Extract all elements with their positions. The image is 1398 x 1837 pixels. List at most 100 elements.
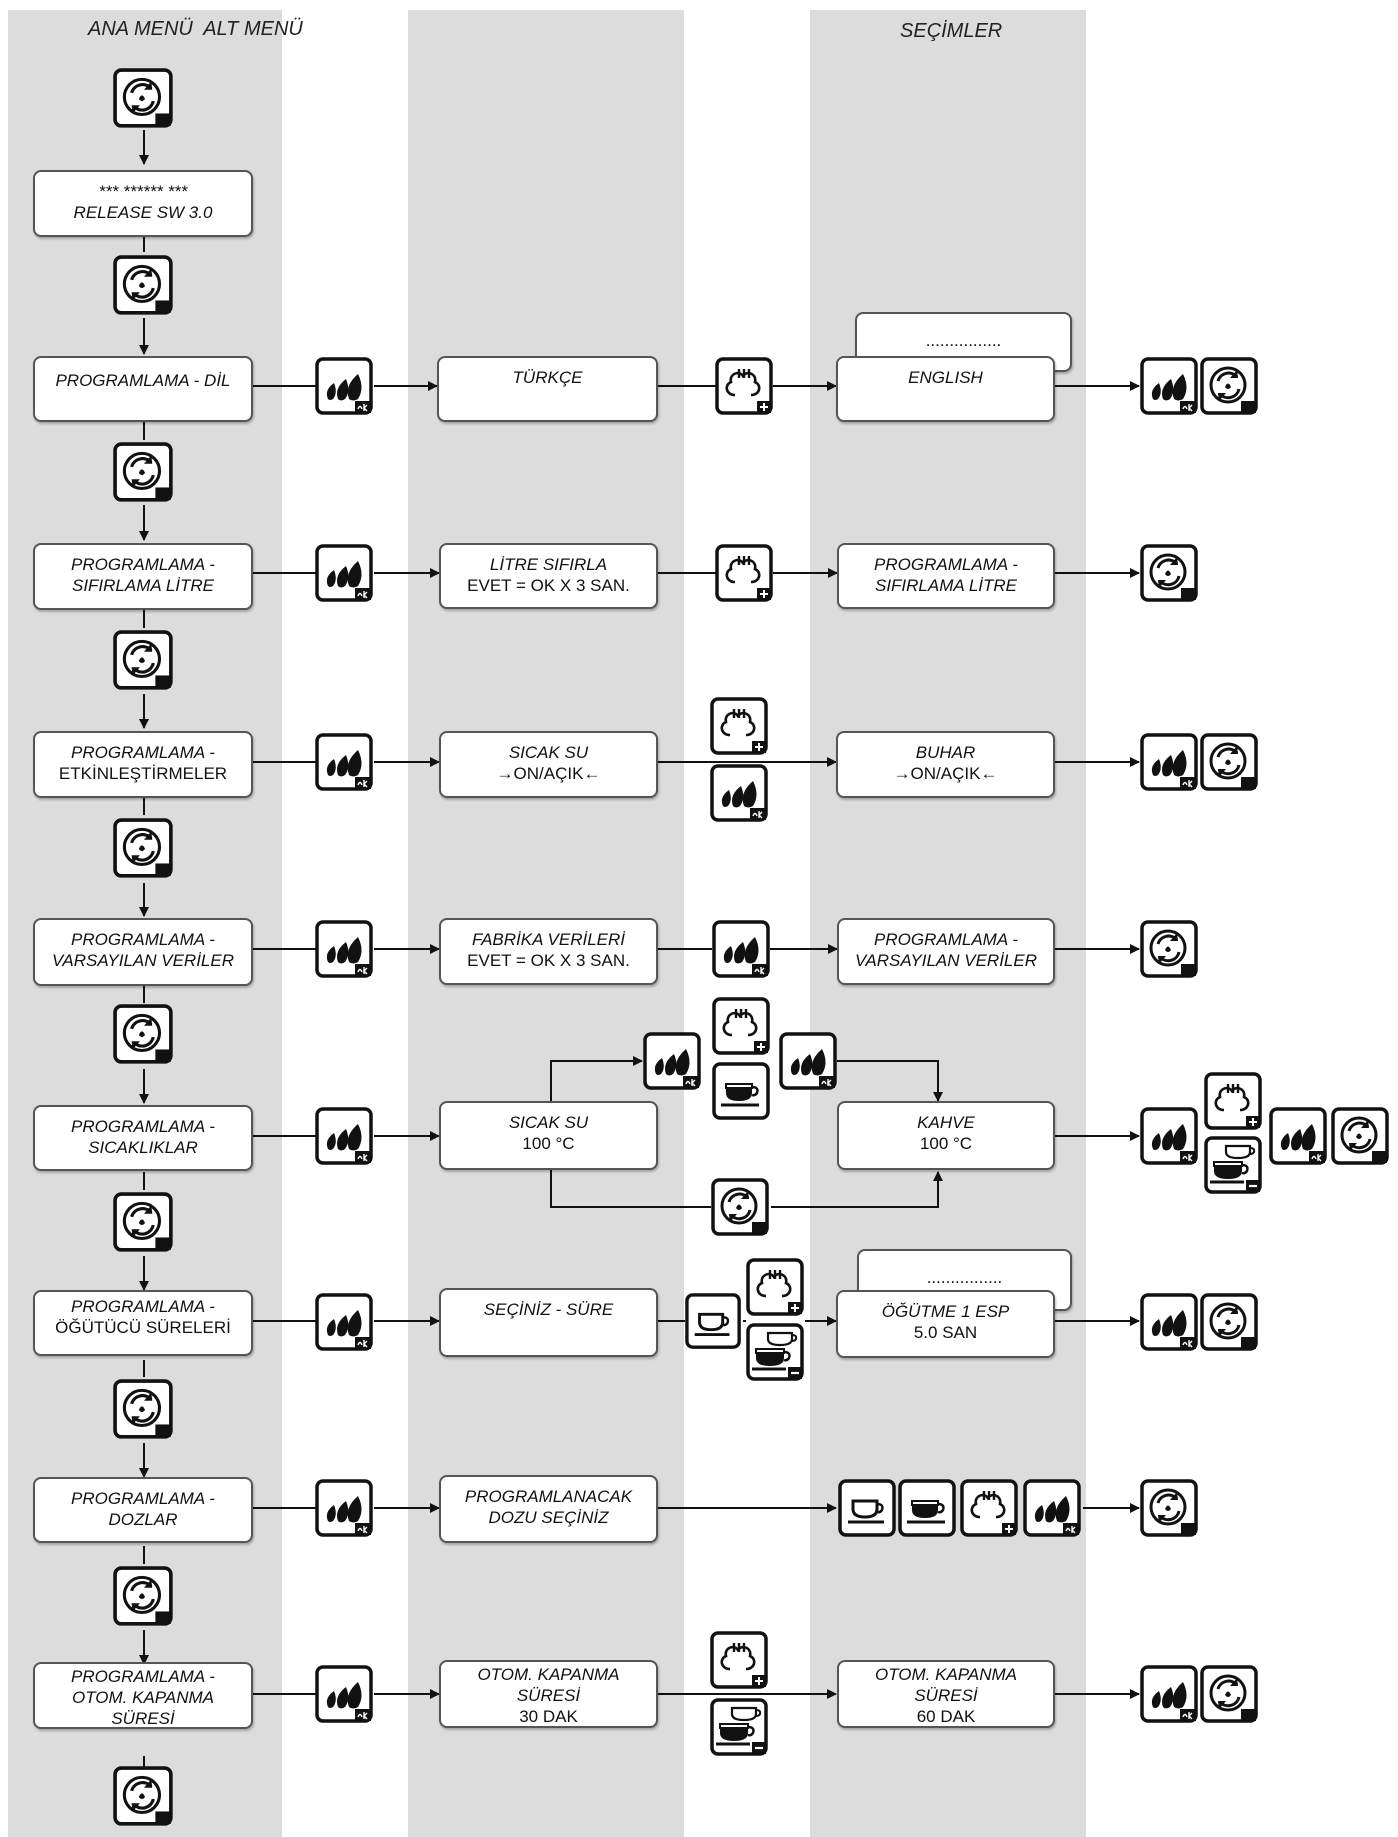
sub-box-reset-line2: EVET = OK X 3 SAN. xyxy=(467,576,630,595)
choice-box-coffee-temp: KAHVE 100 °C xyxy=(837,1101,1055,1170)
program-p-icon-autooff-end[interactable] xyxy=(1200,1665,1258,1723)
choice-box-steam: BUHAR →ON/AÇIK← xyxy=(836,731,1055,798)
main-box-reset-line2: SIFIRLAMA LİTRE xyxy=(71,576,214,595)
cup-minus-icon-grind[interactable] xyxy=(746,1323,804,1381)
ok-drops-icon-lang-end[interactable] xyxy=(1140,357,1198,415)
cup-minus-icon-temps[interactable] xyxy=(712,1062,770,1120)
program-p-icon-grind-end[interactable] xyxy=(1200,1293,1258,1351)
sub-box-factory-line1: FABRİKA VERİLERİ xyxy=(471,930,626,949)
ok-drops-icon-temps-right[interactable] xyxy=(779,1032,837,1090)
main-box-reset-line1: PROGRAMLAMA - xyxy=(71,555,215,574)
ok-drops-icon-lang[interactable] xyxy=(315,357,373,415)
steam-plus-icon-temps-end[interactable] xyxy=(1204,1072,1262,1130)
program-p-icon-reset-end[interactable] xyxy=(1140,544,1198,602)
choice-coffee-line2: 100 °C xyxy=(919,1134,973,1153)
coffee-cup-icon-doses[interactable] xyxy=(898,1479,956,1537)
main-box-autooff-line1: PROGRAMLAMA - xyxy=(71,1667,215,1686)
steam-plus-icon-temps[interactable] xyxy=(712,997,770,1055)
choice-defaults-line1: PROGRAMLAMA - xyxy=(874,930,1018,949)
ok-drops-icon-doses-mid[interactable] xyxy=(1023,1479,1081,1537)
release-version: RELEASE SW 3.0 xyxy=(73,203,213,222)
program-p-icon-10[interactable] xyxy=(113,1766,173,1826)
ok-drops-icon-temps-upper[interactable] xyxy=(643,1032,701,1090)
program-p-icon-defaults-end[interactable] xyxy=(1140,920,1198,978)
sub-box-hot-water: SICAK SU →ON/AÇIK← xyxy=(439,731,658,798)
ok-drops-icon-enable[interactable] xyxy=(315,733,373,791)
choice-box-english-text: ENGLISH xyxy=(908,368,983,387)
espresso-cup-icon-doses[interactable] xyxy=(838,1479,896,1537)
program-p-icon-1[interactable] xyxy=(113,68,173,128)
steam-plus-icon-autooff[interactable] xyxy=(710,1631,768,1689)
program-p-icon-3[interactable] xyxy=(113,442,173,502)
sub-box-reset-line1: LİTRE SIFIRLA xyxy=(489,555,608,574)
program-p-icon-9[interactable] xyxy=(113,1566,173,1626)
sub-box-factory-data: FABRİKA VERİLERİ EVET = OK X 3 SAN. xyxy=(439,918,658,985)
cup-minus-icon-autooff[interactable] xyxy=(710,1698,768,1756)
program-p-icon-4[interactable] xyxy=(113,630,173,690)
choice-autooff-line3: 60 DAK xyxy=(916,1707,976,1726)
main-box-doses: PROGRAMLAMA - DOZLAR xyxy=(33,1477,253,1543)
main-box-defaults: PROGRAMLAMA - VARSAYILAN VERİLER xyxy=(33,918,253,986)
release-box: *** ****** *** RELEASE SW 3.0 xyxy=(33,170,253,237)
ok-drops-icon-enable-mid[interactable] xyxy=(710,764,768,822)
choice-reset-line1: PROGRAMLAMA - xyxy=(874,555,1018,574)
sub-box-hwtemp-line1: SICAK SU xyxy=(508,1113,589,1132)
program-p-icon-temps-end[interactable] xyxy=(1331,1107,1389,1165)
choice-box-defaults: PROGRAMLAMA - VARSAYILAN VERİLER xyxy=(837,918,1055,985)
steam-plus-icon-enable[interactable] xyxy=(710,697,768,755)
sub-box-factory-line2: EVET = OK X 3 SAN. xyxy=(467,951,630,970)
ok-drops-icon-doses[interactable] xyxy=(315,1479,373,1537)
cup-minus-icon-temps-end[interactable] xyxy=(1204,1136,1262,1194)
choice-back-dots: ................ xyxy=(925,331,1002,350)
sub-box-select-time-text: SEÇİNİZ - SÜRE xyxy=(483,1300,614,1319)
program-p-icon-lang-end[interactable] xyxy=(1200,357,1258,415)
main-box-defaults-line1: PROGRAMLAMA - xyxy=(71,930,215,949)
ok-drops-icon-temps[interactable] xyxy=(315,1107,373,1165)
ok-drops-icon-temps-end2[interactable] xyxy=(1269,1107,1327,1165)
program-p-icon-7[interactable] xyxy=(113,1192,173,1252)
ok-drops-icon-autooff[interactable] xyxy=(315,1665,373,1723)
ok-drops-icon-autooff-end[interactable] xyxy=(1140,1665,1198,1723)
main-box-autooff-line2: OTOM. KAPANMA xyxy=(71,1688,214,1707)
ok-drops-icon-defaults-mid[interactable] xyxy=(712,920,770,978)
choice-grind-line1: ÖĞÜTME 1 ESP xyxy=(881,1302,1010,1321)
program-p-icon-8[interactable] xyxy=(113,1379,173,1439)
ok-drops-icon-temps-end[interactable] xyxy=(1140,1107,1198,1165)
steam-plus-icon-reset[interactable] xyxy=(715,544,773,602)
program-p-icon-temps-loop[interactable] xyxy=(711,1178,769,1236)
sub-box-select-dose: PROGRAMLANACAK DOZU SEÇİNİZ xyxy=(439,1475,658,1543)
ok-drops-icon-reset[interactable] xyxy=(315,544,373,602)
program-p-icon-enable-end[interactable] xyxy=(1200,733,1258,791)
header-choices: SEÇİMLER xyxy=(900,20,1003,42)
ok-drops-icon-grind-end[interactable] xyxy=(1140,1293,1198,1351)
choice-reset-line2: SIFIRLAMA LİTRE xyxy=(874,576,1017,595)
main-box-enable-line1: PROGRAMLAMA - xyxy=(71,743,215,762)
main-box-grinder: PROGRAMLAMA - ÖĞÜTÜCÜ SÜRELERİ xyxy=(33,1290,253,1356)
program-p-icon-5[interactable] xyxy=(113,818,173,878)
choice-grind-line2: 5.0 SAN xyxy=(913,1323,978,1342)
main-box-enable: PROGRAMLAMA - ETKİNLEŞTİRMELER xyxy=(33,731,253,798)
steam-plus-icon-doses[interactable] xyxy=(960,1479,1018,1537)
ok-drops-icon-defaults[interactable] xyxy=(315,920,373,978)
ok-drops-icon-enable-end[interactable] xyxy=(1140,733,1198,791)
steam-plus-icon-lang[interactable] xyxy=(715,357,773,415)
choice-defaults-line2: VARSAYILAN VERİLER xyxy=(854,951,1038,970)
choice-box-reset-litres: PROGRAMLAMA - SIFIRLAMA LİTRE xyxy=(837,543,1055,609)
choice-box-grind-time: ÖĞÜTME 1 ESP 5.0 SAN xyxy=(836,1290,1055,1358)
sub-box-autooff-line1: OTOM. KAPANMA xyxy=(477,1665,620,1684)
main-box-language: PROGRAMLAMA - DİL xyxy=(33,356,253,422)
ok-drops-icon-grind[interactable] xyxy=(315,1293,373,1351)
main-box-temps-line2: SICAKLIKLAR xyxy=(88,1138,198,1157)
program-p-icon-6[interactable] xyxy=(113,1004,173,1064)
program-p-icon-doses-end[interactable] xyxy=(1140,1479,1198,1537)
sub-box-auto-off: OTOM. KAPANMA SÜRESİ 30 DAK xyxy=(439,1660,658,1728)
main-box-language-text: PROGRAMLAMA - DİL xyxy=(55,371,231,390)
espresso-cup-icon-grind[interactable] xyxy=(685,1293,741,1349)
main-box-defaults-line2: VARSAYILAN VERİLER xyxy=(51,951,235,970)
sub-box-dose-line2: DOZU SEÇİNİZ xyxy=(488,1508,609,1527)
steam-plus-icon-grind[interactable] xyxy=(746,1258,804,1316)
program-p-icon-2[interactable] xyxy=(113,255,173,315)
choice-box-auto-off: OTOM. KAPANMA SÜRESİ 60 DAK xyxy=(837,1660,1055,1728)
